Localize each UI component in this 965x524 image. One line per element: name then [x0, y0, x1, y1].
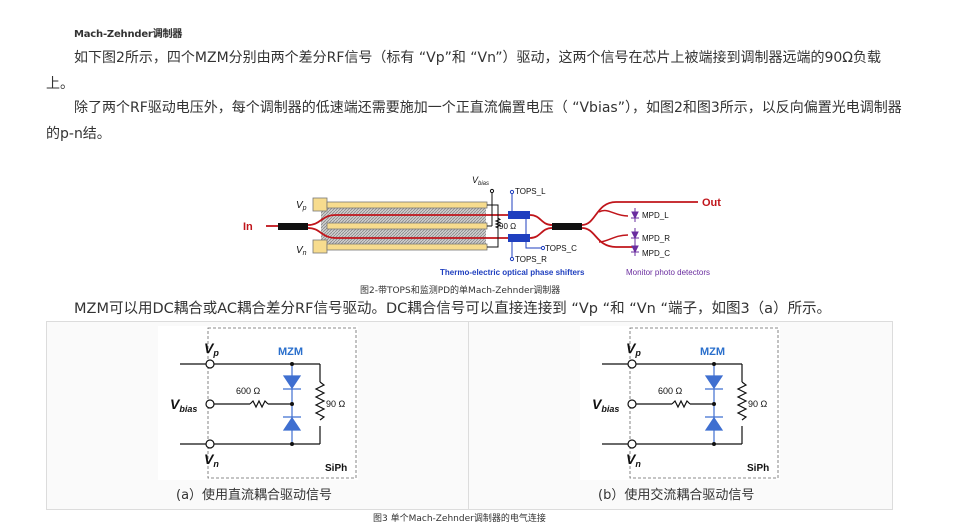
input-coupler [278, 223, 308, 230]
output-coupler [552, 223, 582, 230]
paragraph-1: 如下图2所示，四个MZM分别由两个差分RF信号（标有 “Vp”和 “Vn”）驱动… [46, 50, 882, 92]
label-in: In [243, 221, 253, 233]
caption-ac-coupled: (b）使用交流耦合驱动信号 [598, 488, 755, 503]
svg-text:Vn: Vn [626, 451, 641, 469]
label-90-ohm: 90 Ω [326, 399, 346, 409]
paragraph-3: MZM可以用DC耦合或AC耦合差分RF信号驱动。DC耦合信号可以直接连接到 “V… [74, 301, 832, 317]
label-600-ohm: 600 Ω [236, 386, 261, 396]
svg-text:Vbias: Vbias [170, 396, 197, 414]
label-mzm: MZM [278, 346, 303, 358]
label-tops-l: TOPS_L [515, 187, 546, 196]
label-siph: SiPh [747, 463, 769, 474]
label-vn: V [296, 245, 304, 256]
svg-text:Vn: Vn [204, 451, 219, 469]
monitor-photodetectors [631, 208, 639, 256]
label-mpd-r: MPD_R [642, 234, 670, 243]
vp-pad [312, 197, 328, 212]
label-vp: V [204, 340, 215, 356]
label-vn: V [204, 451, 215, 467]
tops-lower [508, 234, 530, 242]
svg-text:Vp: Vp [204, 340, 219, 358]
label-tops-c: TOPS_C [545, 244, 577, 253]
tops-upper [508, 211, 530, 219]
paragraph-2: 除了两个RF驱动电压外，每个调制器的低速端还需要施加一个正直流偏置电压（ “Vb… [46, 100, 902, 142]
label-90-ohm: 90 Ω [499, 222, 516, 231]
label-shifters: Thermo-electric optical phase shifters [440, 268, 585, 277]
label-vbias: V [592, 396, 603, 412]
label-600-ohm: 600 Ω [658, 386, 683, 396]
vn-pad [312, 239, 328, 254]
svg-text:Vbias: Vbias [592, 396, 619, 414]
upper-waveguide [307, 214, 508, 226]
label-vbias: V [170, 396, 181, 412]
electrodes [312, 197, 488, 254]
table-divider [468, 321, 469, 510]
label-siph: SiPh [325, 463, 347, 474]
ground-electrode [326, 222, 488, 230]
lower-waveguide [307, 227, 508, 239]
caption-dc-coupled: (a）使用直流耦合驱动信号 [176, 488, 333, 503]
circuit-ac-coupled: Vp Vbias Vn MZM 600 Ω 90 Ω SiPh [580, 326, 780, 480]
vn-electrode [326, 243, 488, 251]
label-vbias: V [472, 175, 479, 185]
figure-2-caption: 图2-带TOPS和监测PD的单Mach-Zehnder调制器 [360, 286, 561, 296]
section-title: Mach-Zehnder调制器 [74, 29, 183, 40]
figure-2-diagram: In Out Vp Vn Vbias 90 Ω TOPS_L TOPS_C TO… [243, 175, 721, 277]
label-vp: V [296, 200, 304, 211]
svg-text:Vp: Vp [296, 200, 307, 212]
circuit-dc-coupled: Vp Vbias Vn MZM 600 Ω 90 Ω SiPh [158, 326, 358, 480]
label-mpd-l: MPD_L [642, 211, 669, 220]
vp-electrode [326, 201, 488, 209]
label-mpd-c: MPD_C [642, 249, 670, 258]
label-90-ohm: 90 Ω [748, 399, 768, 409]
label-vn: V [626, 451, 637, 467]
svg-text:Vn: Vn [296, 245, 307, 257]
svg-text:Vp: Vp [626, 340, 641, 358]
bias-network [487, 188, 502, 248]
label-mzm: MZM [700, 346, 725, 358]
label-tops-r: TOPS_R [515, 255, 547, 264]
svg-text:Vbias: Vbias [472, 175, 489, 187]
label-detectors: Monitor photo detectors [626, 268, 710, 277]
label-out: Out [702, 197, 721, 209]
output-waveguide [581, 201, 698, 226]
label-vp: V [626, 340, 637, 356]
